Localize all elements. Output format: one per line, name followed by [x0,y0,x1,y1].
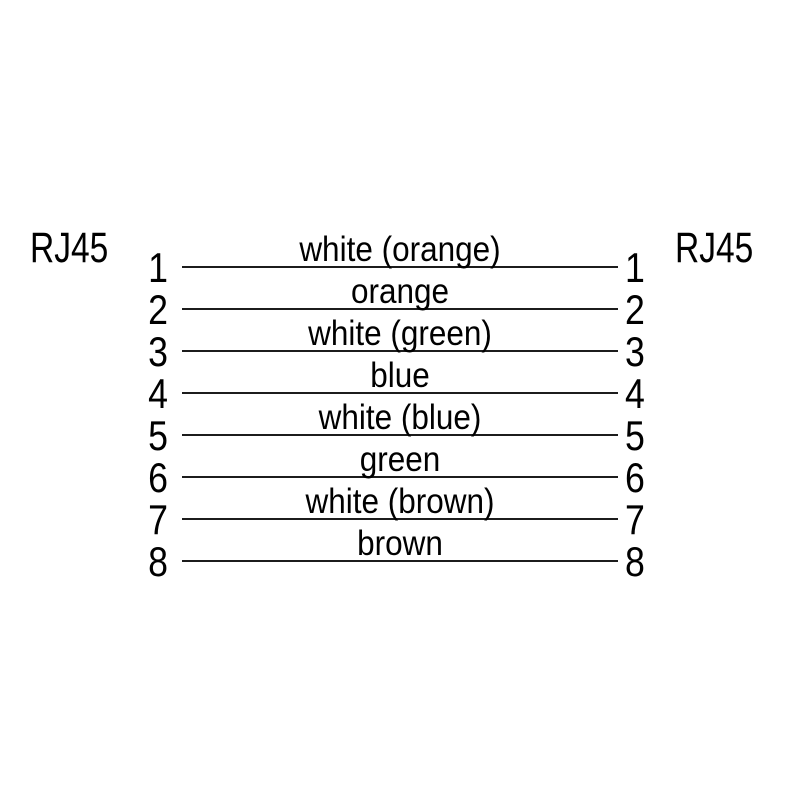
wire-line [182,308,618,310]
wire-line [182,518,618,520]
right-pin-number: 2 [625,286,645,333]
wire-color-label: white (green) [308,314,492,353]
right-pin-number: 4 [625,370,645,417]
wire-line [182,392,618,394]
left-pin-number: 5 [148,412,168,459]
left-connector-label: RJ45 [30,224,109,272]
wire-line [182,266,618,268]
wire-color-label: green [359,440,441,479]
wire-color-label: blue [370,356,430,395]
wire-color-label: white (orange) [299,230,501,269]
wire-line [182,350,618,352]
right-pin-number: 3 [625,328,645,375]
left-pin-number: 3 [148,328,168,375]
wire-line [182,476,618,478]
wire-line [182,434,618,436]
left-pin-number: 2 [148,286,168,333]
right-pin-number: 8 [625,538,645,585]
right-pin-number: 7 [625,496,645,543]
wire-color-label: white (blue) [318,398,482,437]
left-pin-number: 4 [148,370,168,417]
right-pin-number: 1 [625,244,645,291]
wire-color-label: orange [350,272,450,311]
left-pin-number: 7 [148,496,168,543]
left-pin-number: 1 [148,244,168,291]
wire-color-label: brown [357,524,443,563]
wire-color-label: white (brown) [305,482,495,521]
wire-line [182,560,618,562]
left-pin-number: 6 [148,454,168,501]
right-pin-number: 6 [625,454,645,501]
left-pin-number: 8 [148,538,168,585]
right-connector-label: RJ45 [675,224,754,272]
right-pin-number: 5 [625,412,645,459]
